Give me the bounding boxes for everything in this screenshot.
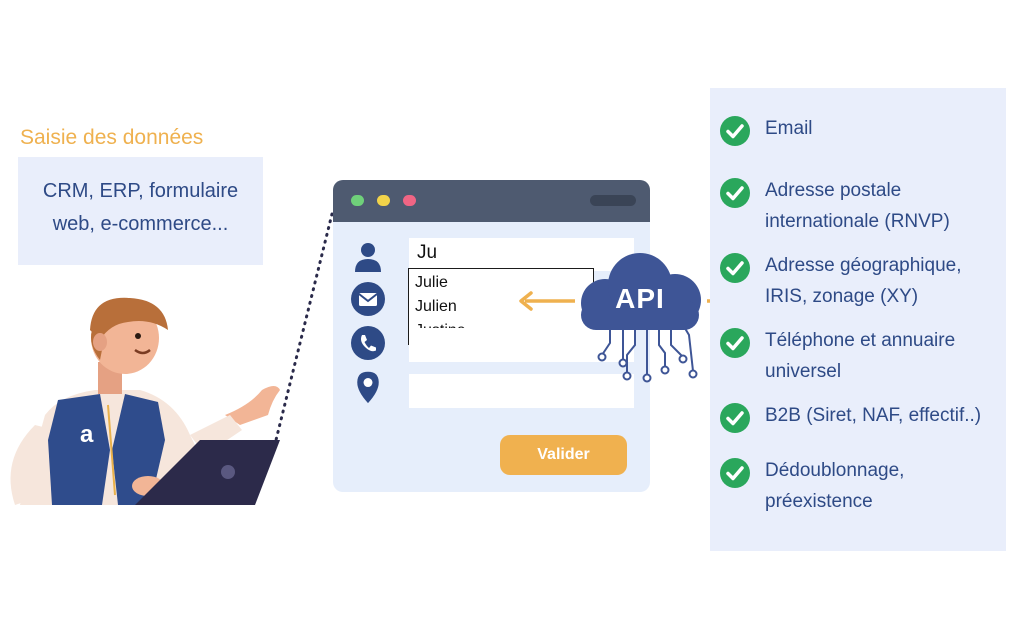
check-icon: [720, 253, 750, 283]
service-label: Adresse géographique,: [765, 255, 962, 276]
phone-field[interactable]: [409, 328, 634, 362]
api-label: API: [615, 283, 665, 314]
submit-button[interactable]: Valider: [500, 435, 627, 475]
data-entry-title: Saisie des données: [20, 126, 204, 149]
window-dot-red: [403, 195, 416, 206]
email-icon: [351, 282, 385, 316]
name-input-value: Ju: [417, 242, 438, 263]
service-label-2: préexistence: [765, 491, 873, 512]
phone-icon: [351, 326, 385, 360]
check-icon: [720, 403, 750, 433]
service-label: Email: [765, 118, 813, 139]
address-field[interactable]: [409, 374, 634, 408]
suggestion-item[interactable]: Julien: [415, 298, 457, 315]
service-label: Téléphone et annuaire: [765, 330, 956, 351]
services-panel: Email Adresse postale internationale (RN…: [710, 88, 1006, 551]
sources-line-1: CRM, ERP, formulaire: [42, 180, 239, 202]
form-window: Ju Julie Julien Justine Valider: [333, 180, 650, 492]
person-illustration: a: [10, 297, 280, 505]
service-label: Dédoublonnage,: [765, 460, 905, 481]
service-label-2: internationale (RNVP): [765, 211, 950, 232]
service-label: B2B (Siret, NAF, effectif..): [765, 405, 982, 426]
window-search-pill: [590, 195, 636, 206]
user-icon: [355, 243, 381, 272]
svg-text:a: a: [80, 421, 94, 448]
suggestion-item[interactable]: Julie: [415, 274, 448, 291]
cloud-api-icon: [581, 253, 701, 383]
location-pin-icon: [357, 371, 379, 404]
sources-box: CRM, ERP, formulaire web, e-commerce...: [18, 157, 263, 265]
service-label: Adresse postale: [765, 180, 902, 201]
service-label-2: universel: [765, 361, 842, 382]
service-label-2: IRIS, zonage (XY): [765, 286, 919, 307]
window-dot-yellow: [377, 195, 390, 206]
dotted-connector: [274, 212, 334, 442]
bidirectional-arrow-icon: [519, 291, 575, 311]
window-title-bar: [333, 180, 650, 222]
name-input[interactable]: Ju: [409, 238, 634, 271]
sources-line-2: web, e-commerce...: [52, 213, 229, 235]
check-icon: [720, 178, 750, 208]
check-icon: [720, 458, 750, 488]
check-icon: [720, 328, 750, 358]
check-icon: [720, 116, 750, 146]
window-dot-green: [351, 195, 364, 206]
